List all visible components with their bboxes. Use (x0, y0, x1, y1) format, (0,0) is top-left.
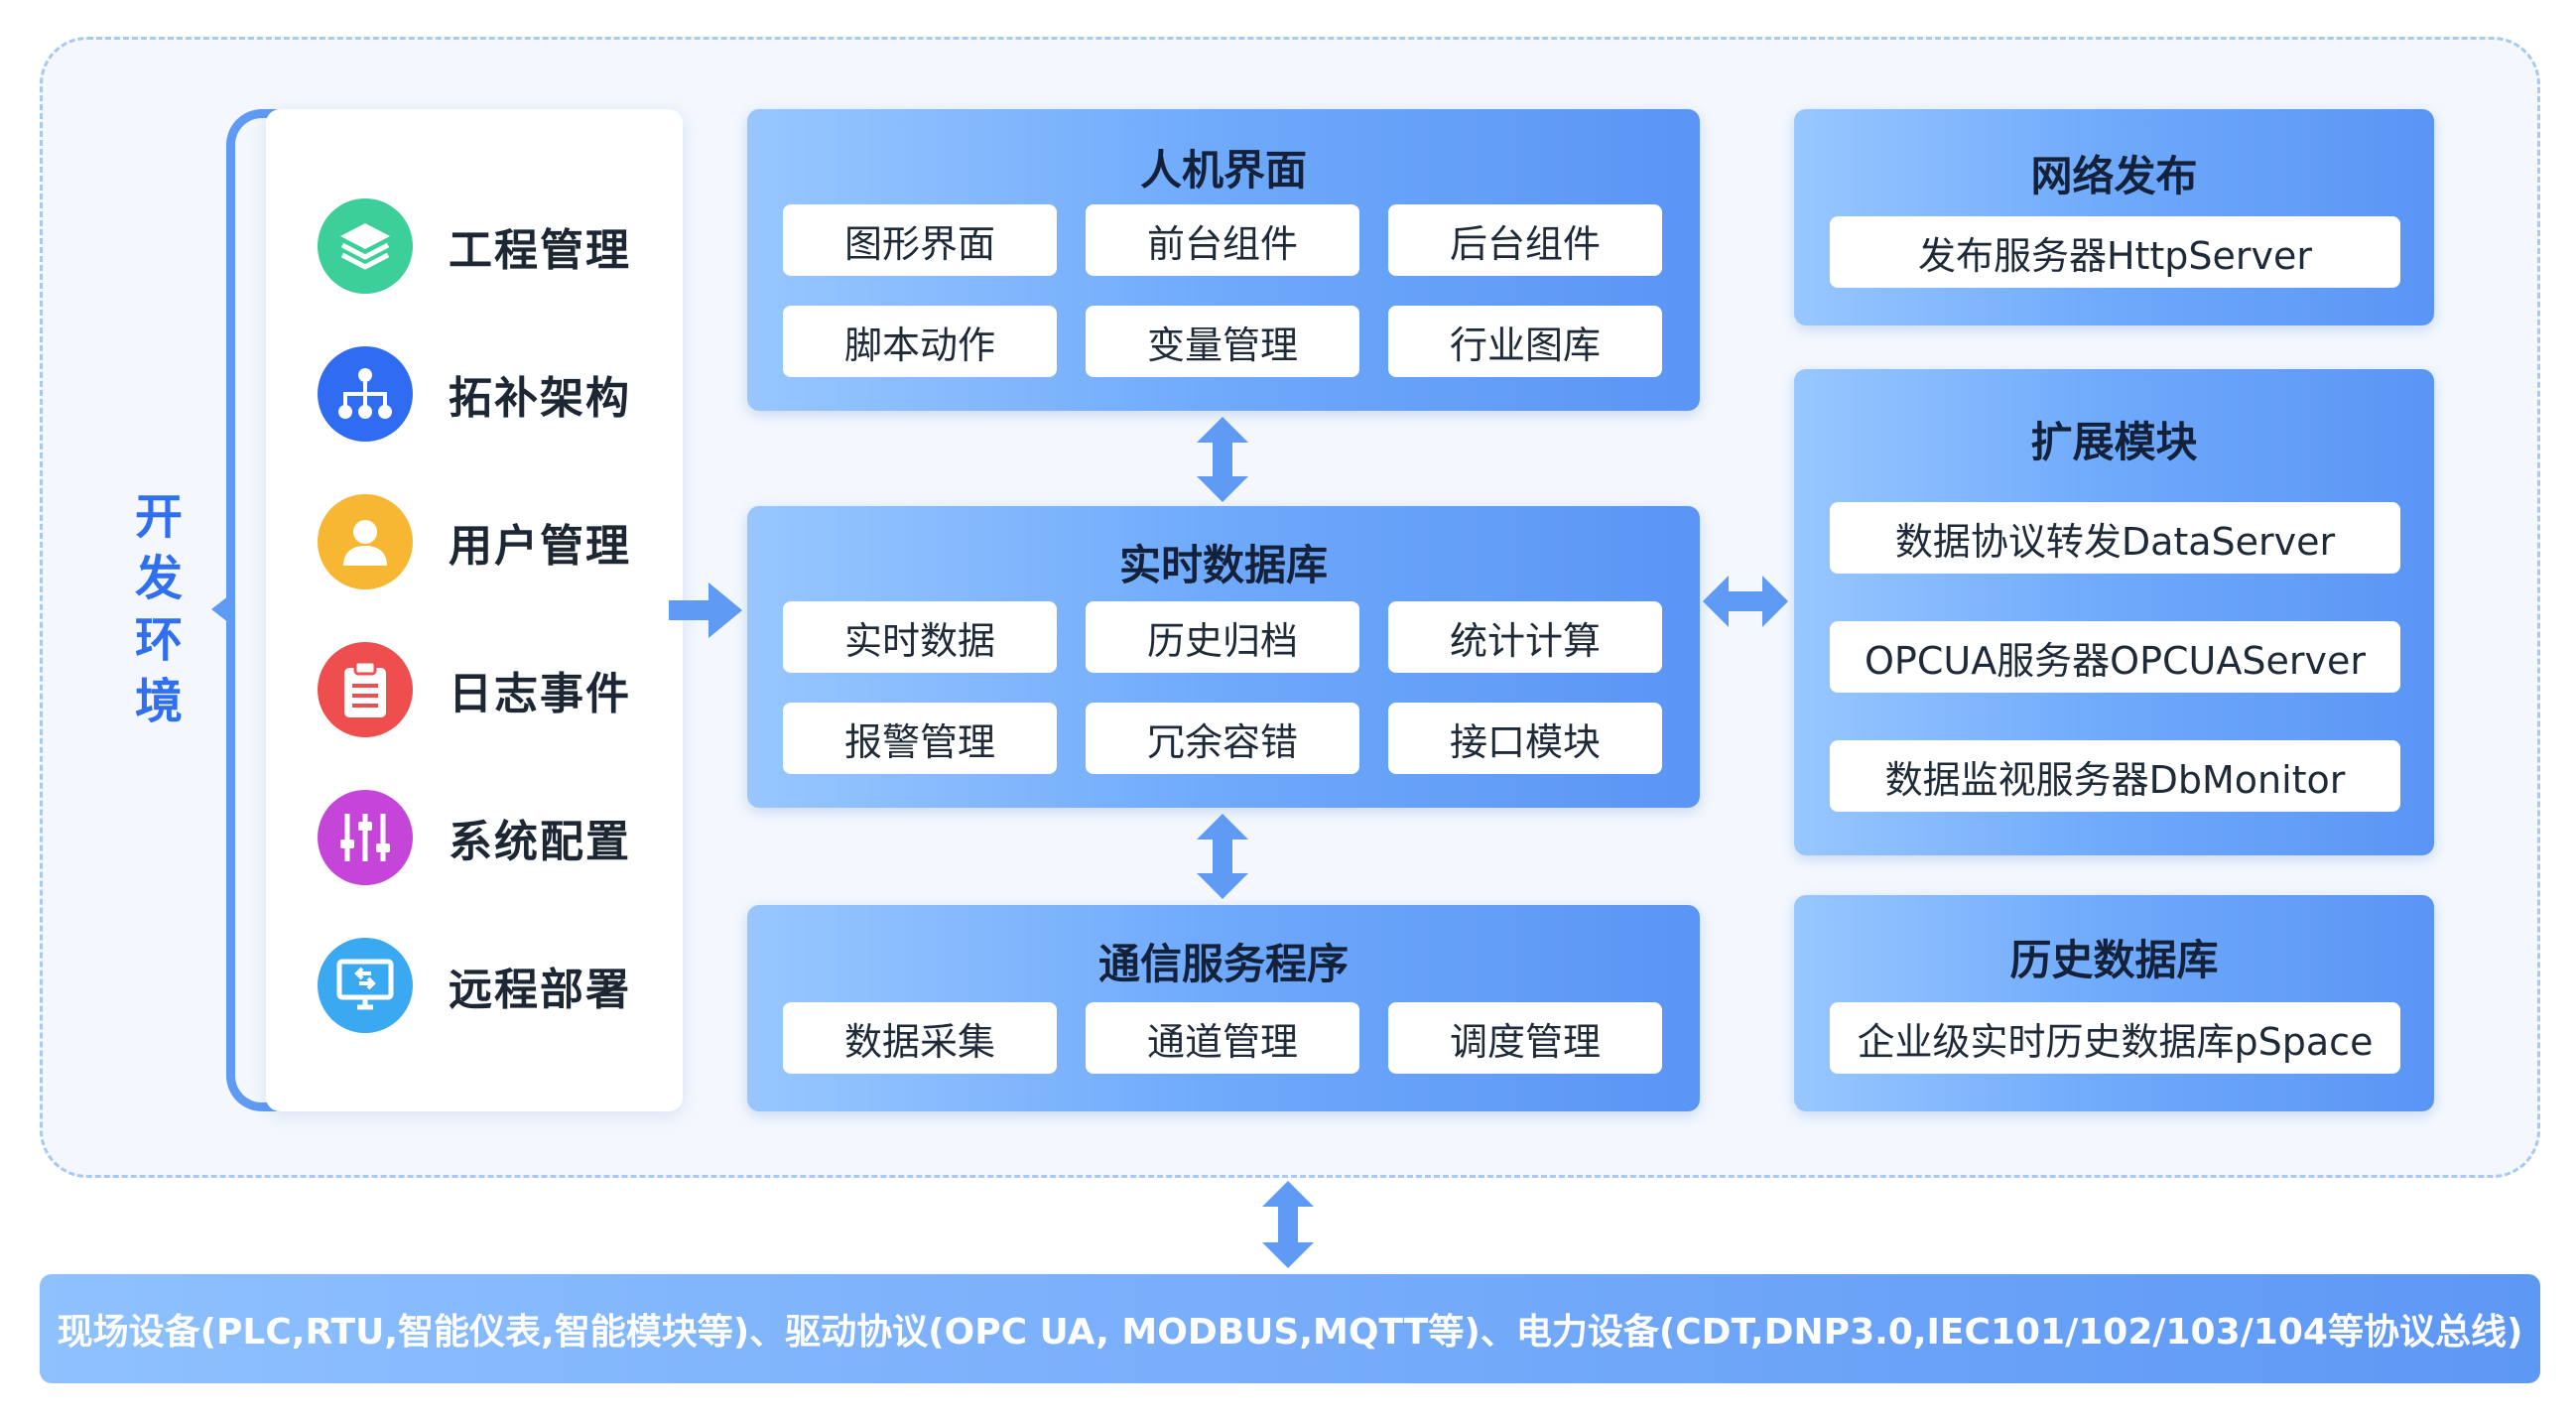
tool-user-management[interactable]: 用户管理 (318, 492, 655, 591)
panel-title: 人机界面 (1139, 146, 1307, 194)
panel-title: 通信服务程序 (1097, 940, 1349, 988)
tool-label: 用户管理 (449, 521, 631, 572)
tool-project-management[interactable]: 工程管理 (318, 196, 655, 296)
sliders-icon (318, 790, 413, 885)
hmi-item: 后台组件 (1388, 204, 1662, 276)
panel-title: 历史数据库 (2009, 936, 2219, 984)
arrow-right-icon (669, 582, 742, 638)
rtdb-item: 统计计算 (1388, 601, 1662, 673)
extension-item: 数据监视服务器DbMonitor (1830, 740, 2400, 812)
dev-env-label: 开发环境 (134, 489, 183, 729)
dev-tools-panel: 工程管理 拓补架构 用户管理 日志事件 系统配置 远程部署 (266, 109, 683, 1111)
dev-env-bracket-notch (211, 595, 229, 623)
hmi-item: 前台组件 (1086, 204, 1359, 276)
web-publish-panel: 网络发布 发布服务器HttpServer (1794, 109, 2434, 325)
topology-icon (318, 346, 413, 442)
hmi-item: 行业图库 (1388, 306, 1662, 377)
panel-title: 扩展模块 (2030, 418, 2198, 466)
dev-env-bracket (226, 109, 286, 1111)
rtdb-item: 冗余容错 (1086, 703, 1359, 774)
layers-icon (318, 198, 413, 294)
hmi-panel: 人机界面 图形界面 前台组件 后台组件 脚本动作 变量管理 行业图库 (747, 109, 1700, 411)
tool-label: 工程管理 (449, 225, 631, 276)
history-db-panel: 历史数据库 企业级实时历史数据库pSpace (1794, 895, 2434, 1111)
comm-item: 调度管理 (1388, 1002, 1662, 1074)
extension-item: OPCUA服务器OPCUAServer (1830, 621, 2400, 693)
tool-system-config[interactable]: 系统配置 (318, 788, 655, 887)
arrow-updown-icon (1262, 1181, 1314, 1268)
comm-item: 通道管理 (1086, 1002, 1359, 1074)
field-devices-bar: 现场设备(PLC,RTU,智能仪表,智能模块等)、驱动协议(OPC UA, MO… (40, 1274, 2540, 1383)
arrow-leftright-icon (1703, 576, 1788, 627)
tool-label: 拓补架构 (449, 373, 631, 424)
panel-title: 实时数据库 (1118, 541, 1328, 589)
extension-panel: 扩展模块 数据协议转发DataServer OPCUA服务器OPCUAServe… (1794, 369, 2434, 855)
rtdb-item: 接口模块 (1388, 703, 1662, 774)
monitor-icon (318, 938, 413, 1033)
rtdb-item: 历史归档 (1086, 601, 1359, 673)
rtdb-item: 实时数据 (783, 601, 1057, 673)
hmi-item: 变量管理 (1086, 306, 1359, 377)
rtdb-panel: 实时数据库 实时数据 历史归档 统计计算 报警管理 冗余容错 接口模块 (747, 506, 1700, 808)
tool-label: 日志事件 (449, 669, 631, 719)
publish-item: 发布服务器HttpServer (1830, 216, 2400, 288)
arrow-updown-icon (1197, 417, 1248, 502)
tool-log-events[interactable]: 日志事件 (318, 640, 655, 739)
hmi-item: 脚本动作 (783, 306, 1057, 377)
hmi-item: 图形界面 (783, 204, 1057, 276)
comm-item: 数据采集 (783, 1002, 1057, 1074)
tool-remote-deploy[interactable]: 远程部署 (318, 936, 655, 1035)
history-item: 企业级实时历史数据库pSpace (1830, 1002, 2400, 1074)
tool-label: 系统配置 (449, 817, 631, 867)
clipboard-icon (318, 642, 413, 737)
arrow-updown-icon (1197, 814, 1248, 899)
tool-label: 远程部署 (449, 965, 631, 1015)
extension-item: 数据协议转发DataServer (1830, 502, 2400, 574)
panel-title: 网络发布 (2030, 152, 2198, 200)
comm-service-panel: 通信服务程序 数据采集 通道管理 调度管理 (747, 905, 1700, 1111)
rtdb-item: 报警管理 (783, 703, 1057, 774)
tool-topology[interactable]: 拓补架构 (318, 344, 655, 444)
user-icon (318, 494, 413, 589)
